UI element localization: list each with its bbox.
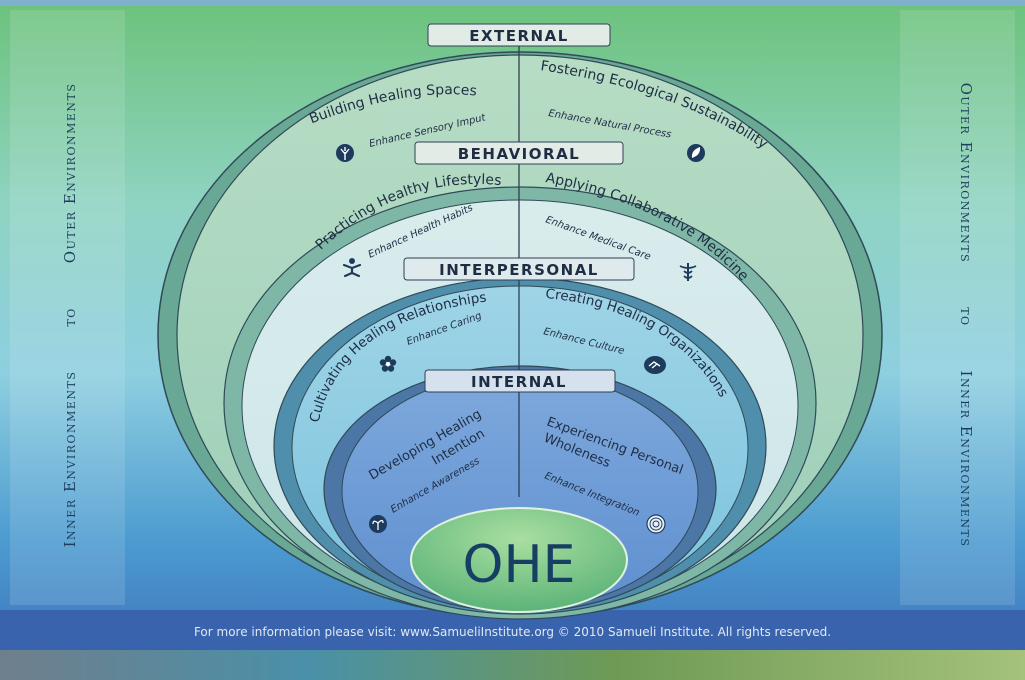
caduceus-icon xyxy=(679,263,697,281)
internal-title: INTERNAL xyxy=(471,373,567,391)
right-side-label: Outer Environments toInner Environments xyxy=(957,83,975,548)
interpersonal-title: INTERPERSONAL xyxy=(439,261,599,279)
left-side-label-inner: Inner Environments xyxy=(61,370,79,548)
leaf-icon xyxy=(687,144,705,162)
left-side-label-outer: Outer Environments xyxy=(61,82,79,264)
external-title: EXTERNAL xyxy=(469,27,569,45)
footer-credit: For more information please visit: www.S… xyxy=(193,625,832,639)
top-strip xyxy=(0,0,1025,6)
behavioral-title: BEHAVIORAL xyxy=(458,145,580,163)
bottom-image-strip xyxy=(0,650,1025,680)
left-side-label: Inner Environments to Outer Environments xyxy=(61,83,79,548)
right-side-label-outer: Outer Environments xyxy=(957,82,975,264)
right-side-label-to: to xyxy=(957,307,975,327)
tree-icon xyxy=(336,144,354,162)
spiral-icon xyxy=(646,514,666,534)
handshake-icon xyxy=(644,356,666,374)
behavioral-title-band xyxy=(414,141,624,165)
external-title-band xyxy=(427,23,611,47)
left-side-label-to: to xyxy=(61,307,79,327)
center-circle xyxy=(410,507,628,613)
right-side-label-inner: Inner Environments xyxy=(957,370,975,548)
interpersonal-title-band xyxy=(403,257,635,281)
left-side-panel xyxy=(10,10,125,605)
right-side-panel xyxy=(900,10,1015,605)
flower-icon xyxy=(379,355,397,372)
center-label: OHE xyxy=(463,535,576,595)
meditation-figure-icon xyxy=(342,258,362,278)
internal-title-band xyxy=(424,369,616,393)
seedling-icon xyxy=(369,515,387,533)
